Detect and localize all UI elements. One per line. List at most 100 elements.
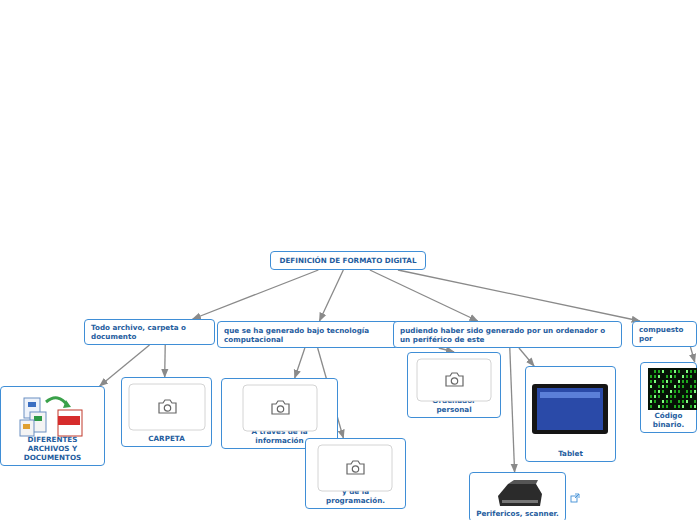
placeholder-frame — [417, 359, 491, 401]
binary-digit — [658, 375, 660, 378]
link-arrow — [575, 494, 579, 498]
binary-digit — [658, 385, 660, 388]
binary-digit — [678, 390, 680, 393]
node-text: Código binario. — [647, 411, 690, 429]
binary-digit — [678, 400, 680, 403]
convert-arrow-head — [63, 400, 71, 408]
binary-digit — [658, 395, 660, 398]
camera-icon — [347, 461, 364, 474]
binary-digit — [694, 405, 696, 408]
binary-digit — [686, 390, 688, 393]
binary-digit — [662, 390, 664, 393]
binary-digit — [686, 375, 688, 378]
binary-digit — [650, 380, 652, 383]
node-text: Perifericos, scanner. — [476, 509, 559, 518]
image-node: y de la programación. — [305, 438, 406, 509]
doc-mark — [23, 424, 30, 429]
binary-digit — [694, 380, 696, 383]
binary-digit — [650, 385, 652, 388]
binary-digit — [694, 370, 696, 373]
binary-digit — [658, 405, 660, 408]
image-node: DIFERENTES ARCHIVOS Y DOCUMENTOS — [0, 386, 105, 466]
binary-digit — [658, 390, 660, 393]
connector-arrow — [164, 345, 166, 377]
binary-digit — [686, 380, 688, 383]
camera-icon — [446, 373, 463, 386]
tablet-body — [532, 384, 608, 434]
doc-mark — [28, 402, 36, 407]
image-node: Perifericos, scanner. — [469, 472, 566, 520]
node-text: Todo archivo, carpeta o documento — [91, 323, 208, 341]
node-text: pudiendo haber sido generado por un orde… — [400, 326, 615, 344]
binary-digit — [686, 370, 688, 373]
binary-digit — [666, 385, 668, 388]
image-placeholder — [318, 445, 392, 491]
tablet-screen — [537, 388, 603, 430]
scanner-lid — [508, 480, 538, 484]
binary-digit — [674, 370, 676, 373]
concept-box: que se ha generado bajo tecnología compu… — [217, 321, 400, 348]
binary-digit — [690, 395, 692, 398]
node-text: que se ha generado bajo tecnología compu… — [224, 326, 393, 344]
binary-digit — [670, 395, 672, 398]
binary-digit — [682, 375, 684, 378]
connector-arrow — [193, 270, 319, 319]
node-text: Ordenador personal — [414, 396, 494, 414]
binary-digit — [666, 380, 668, 383]
binary-digit — [674, 375, 676, 378]
binary-digit — [678, 405, 680, 408]
binary-digit — [674, 395, 676, 398]
image-node: Tablet — [525, 366, 616, 462]
node-text: DIFERENTES ARCHIVOS Y DOCUMENTOS — [7, 435, 98, 462]
connector-arrow — [370, 270, 478, 321]
binary-digit — [654, 395, 656, 398]
binary-digit — [662, 380, 664, 383]
concept-box: Todo archivo, carpeta o documento — [84, 319, 215, 345]
binary-digit — [658, 370, 660, 373]
binary-digit — [654, 390, 656, 393]
binary-digit — [666, 400, 668, 403]
connector-arrow — [510, 348, 515, 472]
image-node: CARPETA — [121, 377, 212, 447]
binary-digit — [678, 370, 680, 373]
binary-digit — [670, 390, 672, 393]
binary-digit — [682, 380, 684, 383]
connector-arrow — [519, 348, 534, 366]
binary-digit — [670, 375, 672, 378]
binary-digit — [654, 375, 656, 378]
node-text: DEFINICIÓN DE FORMATO DIGITAL — [277, 256, 419, 265]
node-text: Tablet — [532, 449, 609, 458]
image-node: Código binario. — [640, 362, 697, 433]
link-box — [571, 496, 577, 502]
binary-digit — [662, 385, 664, 388]
connector-arrow — [319, 270, 343, 321]
binary-digit — [650, 375, 652, 378]
binary-digit — [650, 405, 652, 408]
binary-digit — [662, 400, 664, 403]
concept-box: DEFINICIÓN DE FORMATO DIGITAL — [270, 251, 426, 270]
pdf-band — [58, 416, 80, 425]
binary-digit — [686, 400, 688, 403]
tablet-screen-band — [540, 392, 600, 398]
binary-digit — [694, 390, 696, 393]
binary-digit — [670, 370, 672, 373]
connector-arrow — [295, 348, 305, 378]
binary-digit — [654, 370, 656, 373]
convert-arrow — [46, 398, 68, 406]
scanner-edge — [502, 500, 538, 503]
placeholder-frame — [243, 385, 317, 431]
binary-digit — [690, 390, 692, 393]
binary-digit — [682, 405, 684, 408]
binary-digit — [694, 400, 696, 403]
binary-digit — [690, 375, 692, 378]
node-text: CARPETA — [128, 434, 205, 443]
binary-digit — [678, 380, 680, 383]
placeholder-frame — [318, 445, 392, 491]
binary-digit — [678, 385, 680, 388]
image-placeholder — [129, 384, 205, 430]
doc-sheet — [30, 412, 46, 432]
binary-digit — [662, 370, 664, 373]
binary-digit — [686, 395, 688, 398]
